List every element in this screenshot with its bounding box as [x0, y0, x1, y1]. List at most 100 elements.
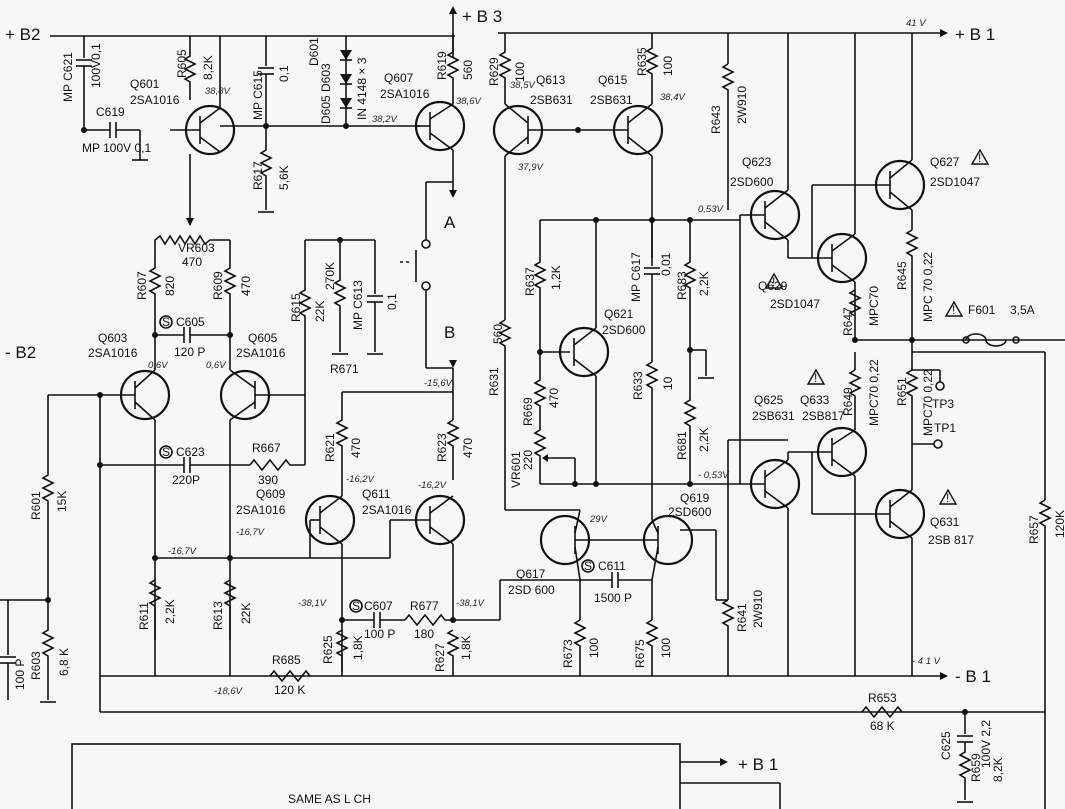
q607-part: 2SA1016: [380, 87, 430, 101]
r675-val: 100: [659, 638, 673, 658]
q613-ref: Q613: [536, 73, 566, 87]
r615-ref: R615: [289, 293, 303, 322]
q609-part: 2SA1016: [236, 503, 286, 517]
r641-ref: R641: [735, 603, 749, 632]
testpoint-tp1: TP1: [934, 421, 956, 435]
q605-part: 2SA1016: [236, 346, 286, 360]
r605-val: 8,2K: [201, 55, 215, 80]
transistor-q627: [811, 33, 926, 258]
voltage-16-2-left: -16,2V: [346, 474, 376, 485]
r673-ref: R673: [561, 639, 575, 668]
rail-b1-voltage: 41 V: [906, 18, 927, 29]
r637-ref: R637: [523, 267, 537, 296]
q607-ref: Q607: [384, 71, 414, 85]
q633-ref: Q633: [800, 393, 830, 407]
r645-ref: R645: [895, 261, 909, 290]
rail-b2-plus-label: + B2: [5, 25, 40, 44]
voltage-37-9: 37,9V: [518, 162, 544, 173]
rail-b2-minus-label: - B2: [5, 343, 36, 362]
switch-label-a: A: [444, 213, 456, 232]
vr601-val: 220: [521, 450, 535, 470]
cap-c621-val: 100V0,1: [89, 43, 103, 88]
r603-val: 6,8 K: [57, 648, 71, 676]
voltage-38-4: 38,4V: [660, 92, 686, 103]
q623-part: 2SD600: [730, 175, 774, 189]
cap-c605-val: 120 P: [174, 345, 205, 359]
r669-ref: R667: [252, 441, 281, 455]
transistor-q607: [414, 100, 466, 198]
r603-ref: R603: [29, 651, 43, 680]
r671-ref: R671: [330, 362, 359, 376]
r625-ref: R625: [321, 635, 335, 664]
voltage-neg-0-53: - 0,53V: [698, 470, 730, 481]
r643-ref: R643: [709, 105, 723, 134]
rail-b1-minus-label: - B 1: [955, 667, 991, 686]
r619-val: 560: [461, 60, 475, 80]
cap-c613-val: 0,1: [385, 293, 399, 310]
cap-c605-ref: C605: [176, 315, 205, 329]
switch-label-b: B: [444, 323, 455, 342]
r647-val: MPC70 0,22: [921, 369, 935, 436]
q605-ref: Q605: [248, 331, 278, 345]
voltage-16-7-q609: -16,7V: [236, 527, 266, 538]
voltage-16-2-right: -16,2V: [418, 480, 448, 491]
r659-ref: R659: [969, 753, 983, 782]
transistor-q609: [304, 470, 356, 676]
cap-input-val: 100 P: [13, 659, 27, 690]
q615-ref: Q615: [598, 73, 628, 87]
transistor-q603: [100, 369, 171, 676]
q609-ref: Q609: [256, 487, 286, 501]
q601-ref: Q601: [130, 77, 160, 91]
cap-c617-val: 0,01: [659, 252, 673, 276]
voltage-38-1-right: -38,1V: [456, 598, 486, 609]
transistor-q631: [811, 452, 926, 676]
transistor-q621: [558, 220, 610, 484]
r667-val: 470: [547, 388, 561, 408]
r643-val: 2W910: [735, 86, 749, 124]
r685-val: 120 K: [274, 683, 305, 697]
transistor-q611: [310, 494, 466, 620]
r673-val: 100: [587, 638, 601, 658]
svg-text:!: !: [772, 275, 775, 289]
r607-ref: R607: [135, 271, 149, 300]
r671-val: 270K: [323, 262, 337, 290]
r621-ref: R621: [323, 433, 337, 462]
vr601-ref: VR601: [509, 451, 523, 488]
cap-c613-ref: MP C613: [351, 280, 365, 330]
voltage-0-53: 0,53V: [698, 204, 724, 215]
r619-ref: R619: [435, 51, 449, 80]
voltage-38-1-left: -38,1V: [298, 598, 328, 609]
voltage-18-6: -18,6V: [214, 686, 244, 697]
cap-c611-val: 1500 P: [594, 591, 632, 605]
cap-c617-ref: MP C617: [629, 252, 643, 302]
q619-part: 2SD600: [668, 505, 712, 519]
q625-part: 2SB631: [752, 409, 795, 423]
r625-val: 1,8K: [351, 635, 365, 660]
r601-ref: R601: [29, 491, 43, 520]
cap-c619-val: MP 100V 0,1: [82, 141, 151, 155]
r681-ref: R681: [675, 431, 689, 460]
cap-c623-ref: C623: [176, 445, 205, 459]
q603-part: 2SA1016: [88, 346, 138, 360]
transistor-q623: [740, 33, 801, 258]
voltage-29: 29V: [589, 514, 609, 525]
rail-b1-label: + B 1: [955, 25, 995, 44]
svg-text:!: !: [952, 303, 955, 317]
cap-c621-ref: MP C621: [61, 52, 75, 102]
q629-part: 2SD1047: [770, 297, 820, 311]
r623-val: 470: [461, 438, 475, 458]
q615-part: 2SB631: [590, 93, 633, 107]
q617-part: 2SD 600: [508, 583, 555, 597]
svg-text:S: S: [584, 559, 592, 573]
cap-c615-val: 0,1: [277, 65, 291, 82]
r609-val: 470: [239, 276, 253, 296]
q617-ref: Q617: [516, 567, 546, 581]
vr603-ref: VR603: [178, 241, 215, 255]
r669-val: 390: [258, 473, 278, 487]
q621-part: 2SD600: [602, 323, 646, 337]
q619-ref: Q619: [680, 491, 710, 505]
r601-val: 15K: [55, 491, 69, 512]
voltage-q605: 0,6V: [206, 360, 227, 371]
voltage-38-5: 38,5V: [510, 80, 536, 91]
r651-val: MPC70 0,22: [867, 359, 881, 426]
